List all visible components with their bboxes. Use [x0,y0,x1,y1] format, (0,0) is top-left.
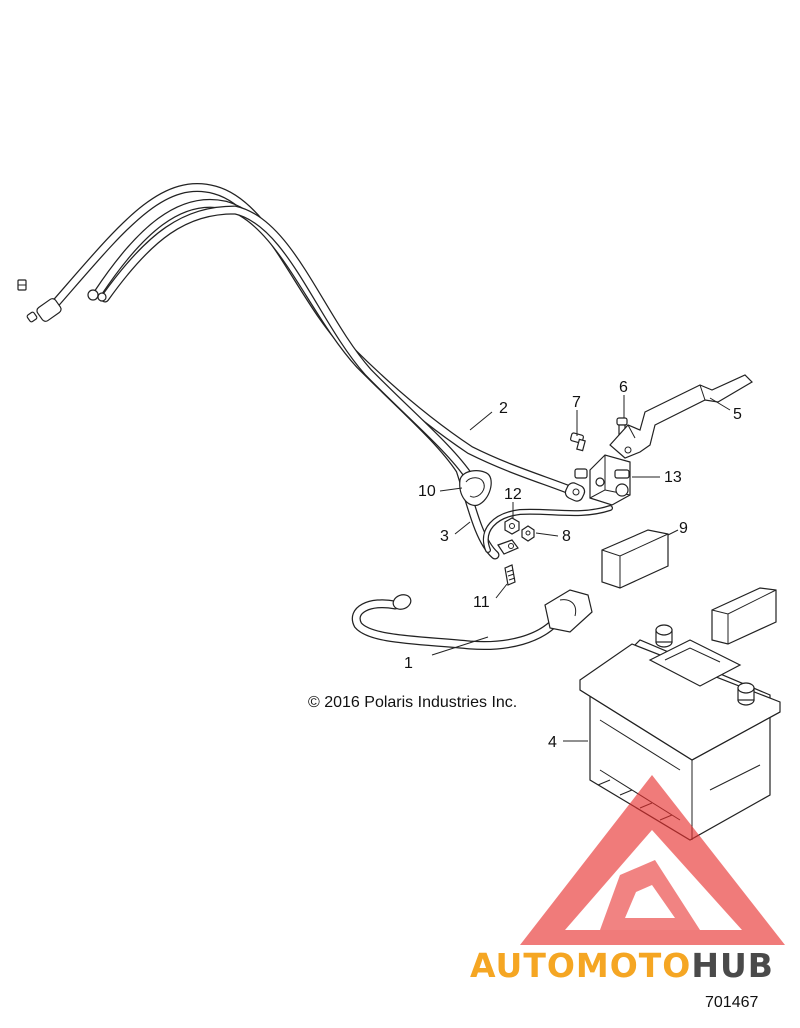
automotohub-logo [520,775,785,945]
callout-12: 12 [504,486,522,503]
callout-9: 9 [679,520,688,537]
left-cable-terminals [17,279,107,323]
bracket-5 [609,374,753,459]
watermark-text: AUTOMOTOHUB [470,946,774,985]
cable-clip-10 [459,470,492,507]
main-cable-harness [43,183,580,560]
drawing-number: 701467 [705,994,758,1011]
ground-wire-3 [482,505,613,555]
bolt-7 [570,432,586,452]
callout-11: 11 [473,594,490,611]
leader-lines [431,395,731,742]
callout-10: 10 [418,483,436,500]
callout-8: 8 [562,528,571,545]
battery-4 [579,624,781,841]
battery-cable-1 [351,589,593,651]
callout-4: 4 [548,734,557,751]
callout-13: 13 [664,469,682,486]
solenoid-13 [574,454,631,506]
callout-2: 2 [499,400,508,417]
copyright-notice: © 2016 Polaris Industries Inc. [308,694,517,711]
nut-12 [504,517,520,535]
callout-7: 7 [572,394,581,411]
nut-8 [521,525,535,542]
callout-5: 5 [733,406,742,423]
callout-6: 6 [619,379,628,396]
battery-pad [711,587,777,645]
watermark-text-part1: AUTOMOTO [470,946,691,985]
battery-pad-9 [601,529,669,589]
callout-1: 1 [404,655,413,672]
cable-2-terminal [564,482,586,502]
callout-labels: 1 2 3 4 5 6 7 8 9 10 11 12 13 [404,379,742,751]
watermark-text-part2: HUB [691,946,774,985]
callout-3: 3 [440,528,449,545]
bolt-11 [504,564,516,586]
